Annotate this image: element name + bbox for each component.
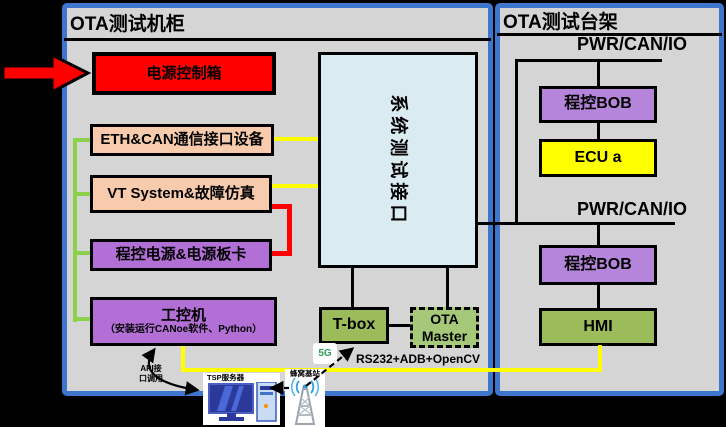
prog-bob-box-2: 程控BOB	[539, 245, 657, 285]
sys-test-interface-label: 系统测试接口	[388, 94, 409, 226]
green-stub-eth-can	[73, 138, 90, 142]
rs232-label: RS232+ADB+OpenCV	[356, 352, 481, 366]
power-control-box: 电源控制箱	[92, 52, 276, 95]
black-wire-sys-to-bench-bus2	[478, 222, 675, 225]
yellow-wire-vt	[272, 184, 318, 188]
yellow-wire-long	[181, 368, 602, 372]
eth-can-box: ETH&CAN通信接口设备	[90, 124, 274, 156]
pwr-can-io-label-1: PWR/CAN/IO	[577, 34, 687, 54]
base-station-label: 蜂窝基站	[290, 369, 320, 378]
api-call-label-line2: 口调用	[139, 373, 163, 383]
black-wire-bus1-left-drop	[515, 59, 518, 225]
ota-master-line2: Master	[421, 327, 468, 344]
black-wire-tbox-ota	[389, 324, 410, 327]
red-wire-vt-out	[272, 204, 292, 209]
black-wire-bus1	[517, 59, 662, 62]
yellow-wire-eth-can	[274, 137, 318, 141]
black-wire-sys-ota	[446, 268, 449, 307]
ecu-a-box: ECU a	[539, 139, 657, 177]
red-wire-prog-in	[272, 251, 292, 256]
api-call-label-line1: API接	[140, 364, 162, 373]
prog-power-box: 程控电源&电源板卡	[90, 239, 272, 271]
hmi-box: HMI	[539, 308, 657, 346]
yellow-wire-hmi-drop	[598, 345, 602, 372]
base-station-icon	[290, 378, 320, 426]
green-stub-vt	[73, 192, 90, 196]
ipc-box-subtitle: （安装运行CANoe软件、Python）	[104, 324, 263, 336]
prog-bob-box-1: 程控BOB	[539, 86, 657, 123]
api-call-label: API接 口调用	[139, 364, 163, 383]
green-stub-ipc	[73, 317, 90, 321]
black-wire-bus1-bob1	[597, 59, 600, 86]
5g-badge-label: 5G	[318, 348, 332, 359]
sys-test-interface-box: 系统测试接口	[318, 52, 478, 268]
ipc-box: 工控机 （安装运行CANoe软件、Python）	[90, 297, 277, 346]
cabinet-title: OTA测试机柜	[70, 14, 185, 35]
5g-badge: 5G	[313, 343, 337, 364]
cabinet-title-underline	[64, 38, 491, 41]
tbox-box: T-box	[319, 307, 389, 344]
black-wire-sys-tbox	[351, 268, 354, 307]
pwr-can-io-label-2: PWR/CAN/IO	[577, 199, 687, 219]
black-wire-bus2-bob2	[597, 225, 600, 245]
black-wire-bob2-hmi	[597, 285, 600, 308]
green-bus-wire	[73, 138, 77, 322]
red-wire-vertical	[287, 204, 292, 256]
green-stub-prog-power	[73, 251, 90, 255]
ipc-box-title: 工控机	[160, 307, 206, 325]
bench-title: OTA测试台架	[503, 12, 618, 33]
tsp-server-label: TSP服务器	[207, 373, 245, 382]
power-input-arrow-icon	[2, 52, 92, 95]
black-wire-bob1-ecu	[597, 123, 600, 139]
vt-system-box: VT System&故障仿真	[90, 175, 272, 213]
bench-title-underline	[497, 33, 722, 36]
ota-master-line1: OTA	[430, 311, 459, 328]
tsp-server-icon	[208, 382, 277, 422]
base-station-card: 蜂窝基站	[285, 369, 325, 427]
ota-master-box: OTA Master	[410, 307, 479, 348]
tsp-server-card: TSP服务器	[203, 373, 280, 425]
